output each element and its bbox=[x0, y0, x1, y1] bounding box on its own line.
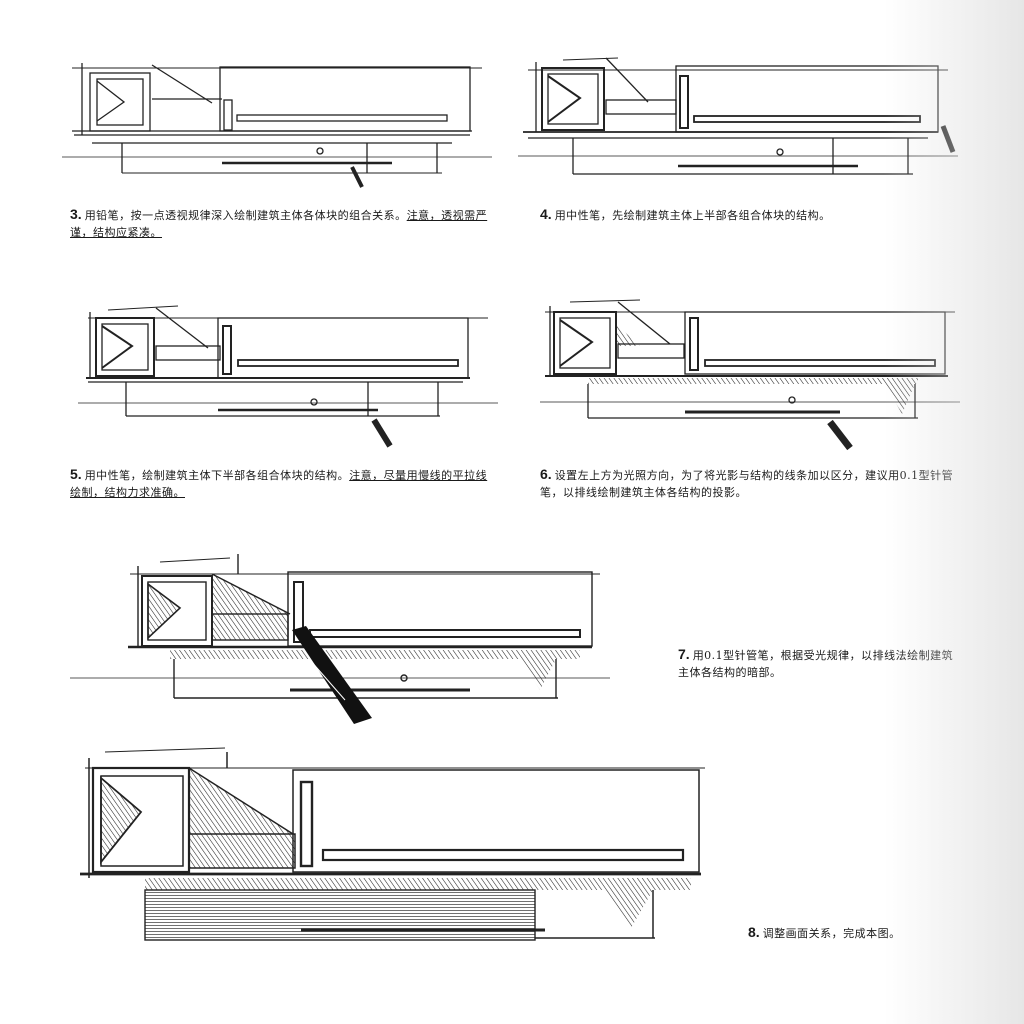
sketch-step-8 bbox=[75, 738, 715, 948]
caption-step-3: 3.用铅笔，按一点透视规律深入绘制建筑主体各体块的组合关系。注意，透视需严谨，结… bbox=[70, 206, 488, 239]
sketch-step-4 bbox=[518, 52, 958, 187]
sketch-step-3 bbox=[62, 55, 492, 195]
pen-icon: 0.1 bbox=[292, 626, 372, 729]
caption-step-6: 6.设置左上方为光照方向，为了将光影与结构的线条加以区分，建议用0.1型针管笔，… bbox=[540, 466, 954, 499]
sketch-step-7: 0.1 bbox=[70, 550, 610, 730]
caption-step-8: 8.调整画面关系，完成本图。 bbox=[748, 924, 901, 940]
sketch-step-6 bbox=[540, 294, 960, 454]
svg-text:0.1: 0.1 bbox=[330, 712, 346, 729]
sketch-step-5 bbox=[78, 298, 498, 453]
caption-step-7: 7.用0.1型针管笔，根据受光规律，以排线法绘制建筑主体各结构的暗部。 bbox=[678, 646, 954, 679]
caption-step-4: 4.用中性笔，先绘制建筑主体上半部各组合体块的结构。 bbox=[540, 206, 831, 222]
caption-step-5: 5.用中性笔，绘制建筑主体下半部各组合体块的结构。注意，尽量用慢线的平拉线绘制，… bbox=[70, 466, 488, 499]
